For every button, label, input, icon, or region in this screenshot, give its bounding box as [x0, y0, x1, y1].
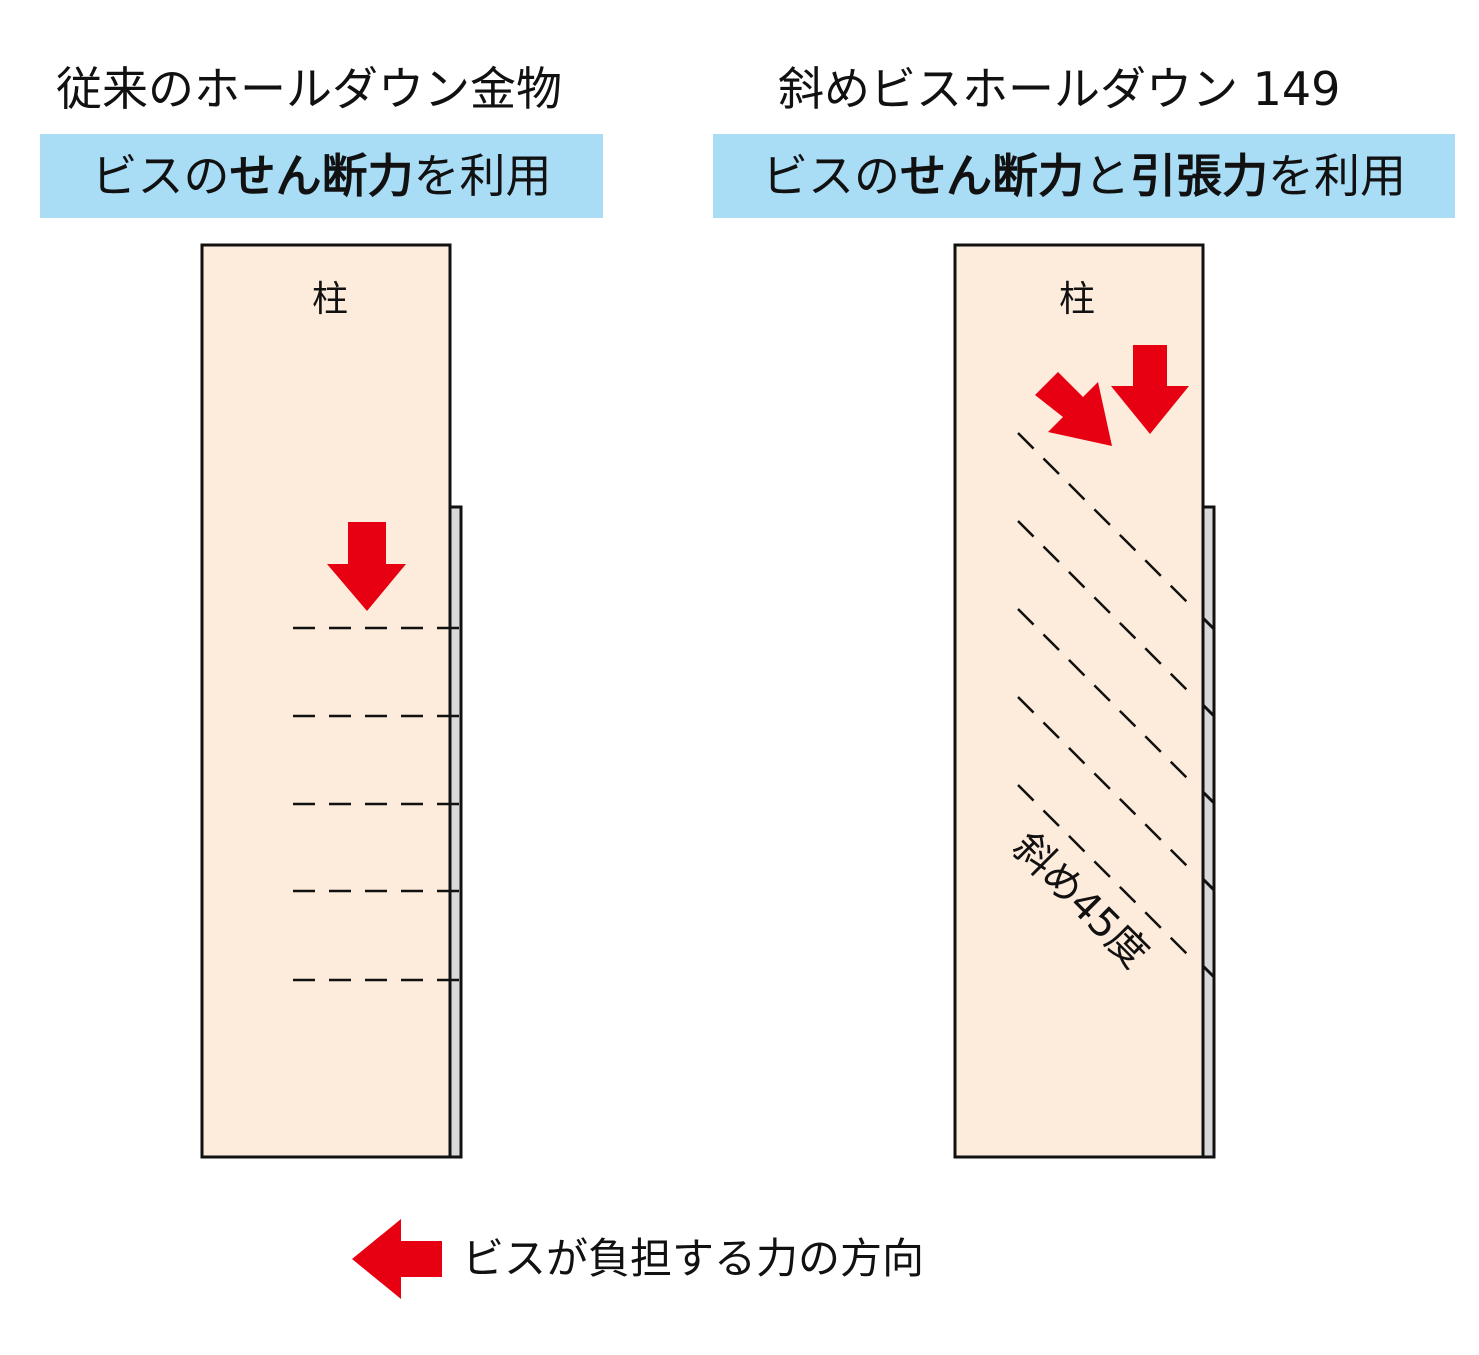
right-screw-2: [1017, 520, 1197, 700]
right-force-arrow-diagonal: [1035, 372, 1112, 446]
right-banner-shear: せん断力: [900, 149, 1084, 203]
right-force-arrow-down: [1111, 345, 1189, 434]
right-plate-ticks: [1201, 616, 1216, 979]
left-post-label: 柱: [312, 279, 349, 320]
right-title: 斜めビスホールダウン 149: [778, 62, 1341, 116]
right-screw-5: [1017, 784, 1197, 964]
right-banner-pre: ビスの: [762, 149, 900, 203]
right-banner-tension: 引張力: [1130, 149, 1268, 203]
right-banner: ビスのせん断力と引張力を利用: [713, 134, 1455, 218]
left-title: 従来のホールダウン金物: [56, 62, 562, 116]
left-force-arrow-down: [327, 522, 406, 611]
right-metal-plate: [1201, 505, 1216, 1159]
right-banner-mid: と: [1084, 149, 1130, 203]
left-screws: [293, 626, 461, 982]
legend-label: ビスが負担する力の方向: [462, 1234, 925, 1283]
legend-arrow-left: [352, 1219, 442, 1299]
right-post-label: 柱: [1059, 279, 1096, 320]
right-screws: [1017, 432, 1197, 964]
right-screw-4: [1017, 696, 1197, 876]
left-metal-plate: [448, 505, 463, 1159]
left-banner: ビスのせん断力を利用: [40, 134, 603, 218]
right-banner-post: を利用: [1268, 149, 1406, 203]
right-screw-3: [1017, 608, 1197, 788]
left-banner-shear: せん断力: [229, 149, 414, 203]
right-screw-1: [1017, 432, 1197, 612]
left-banner-post: を利用: [413, 149, 552, 203]
left-post: [200, 243, 452, 1159]
left-banner-pre: ビスの: [91, 149, 230, 203]
